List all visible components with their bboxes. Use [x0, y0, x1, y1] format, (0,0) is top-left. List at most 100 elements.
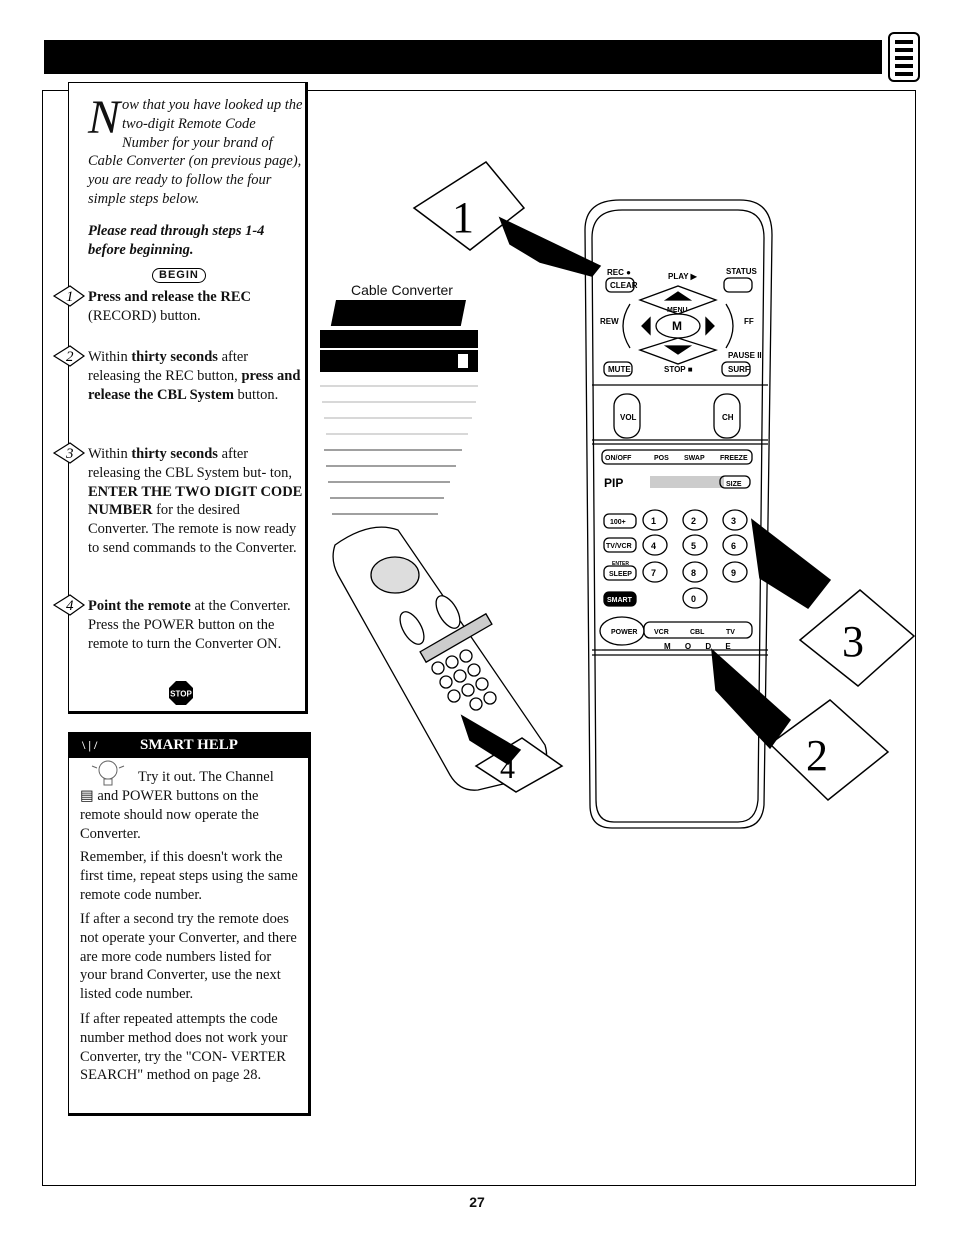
- svg-text:PAUSE II: PAUSE II: [728, 351, 762, 360]
- svg-text:POS: POS: [654, 455, 669, 462]
- step-number-3: 3: [52, 441, 86, 465]
- step-4: 4 Point the remote at the Converter. Pre…: [52, 594, 304, 653]
- callout-3: 3: [751, 518, 916, 687]
- svg-text:7: 7: [651, 568, 656, 578]
- cable-converter-label: Cable Converter: [351, 282, 453, 298]
- svg-text:4: 4: [651, 541, 656, 551]
- stop-sign-icon: STOP: [168, 680, 194, 706]
- step-2-segment: thirty seconds: [131, 349, 218, 365]
- svg-text:POWER: POWER: [611, 629, 637, 636]
- svg-text:2: 2: [806, 731, 828, 780]
- step-3-segment: Within: [88, 446, 132, 462]
- svg-text:6: 6: [731, 541, 736, 551]
- step-number-1: 1: [52, 284, 86, 308]
- svg-text:TV: TV: [726, 629, 735, 636]
- svg-text:3: 3: [731, 516, 736, 526]
- channel-icon: ▤: [80, 788, 98, 804]
- svg-text:SWAP: SWAP: [684, 455, 705, 462]
- callout-4: 4: [460, 714, 564, 793]
- rays-icon: \ | /: [82, 738, 98, 752]
- step-1: 1 Press and release the REC (RECORD) but…: [52, 285, 304, 326]
- svg-text:STATUS: STATUS: [726, 267, 757, 276]
- svg-text:3: 3: [842, 617, 864, 666]
- step-1-text: Press and release the REC (RECORD) butto…: [88, 289, 251, 324]
- page-number: 27: [469, 1194, 485, 1210]
- drop-cap: N: [88, 91, 121, 144]
- step-3: 3 Within thirty seconds after releasing …: [52, 442, 304, 558]
- svg-text:MENU: MENU: [667, 307, 688, 314]
- svg-text:MUTE: MUTE: [608, 365, 631, 374]
- page-frame: [42, 90, 916, 1186]
- svg-text:ENTER: ENTER: [612, 561, 629, 567]
- svg-text:SIZE: SIZE: [726, 481, 742, 488]
- remote-labels: REC ● PLAY ▶ STATUS CLEAR MENU M REW FF …: [600, 267, 762, 651]
- small-remote: [332, 526, 548, 791]
- svg-text:SLEEP: SLEEP: [609, 571, 632, 578]
- begin-badge: BEGIN: [152, 268, 206, 283]
- svg-text:CLEAR: CLEAR: [610, 281, 638, 290]
- svg-text:M O D E: M O D E: [664, 642, 737, 651]
- svg-text:STOP: STOP: [170, 690, 192, 699]
- smart-help-title: SMART HELP: [140, 737, 238, 753]
- help-paragraph-3: If after a second try the remote does no…: [80, 911, 297, 1003]
- cable-converter-box: [320, 300, 478, 515]
- svg-text:FF: FF: [744, 317, 754, 326]
- svg-text:VOL: VOL: [620, 413, 637, 422]
- step-2-segment: after releasing the REC button,: [88, 349, 249, 384]
- callout-1: 1: [412, 161, 602, 277]
- smart-help-header: \ | / SMART HELP: [68, 732, 311, 758]
- step-1-segment: Press and release the REC: [88, 289, 251, 305]
- svg-text:4: 4: [66, 598, 74, 614]
- svg-text:CH: CH: [722, 413, 734, 422]
- svg-text:REW: REW: [600, 317, 619, 326]
- read-first-note: Please read through steps 1-4 before beg…: [88, 223, 265, 258]
- svg-text:5: 5: [691, 541, 696, 551]
- step-3-segment: thirty seconds: [131, 446, 218, 462]
- step-2: 2 Within thirty seconds after releasing …: [52, 345, 304, 404]
- svg-text:1: 1: [66, 289, 74, 305]
- svg-text:SMART: SMART: [607, 597, 633, 604]
- svg-text:PIP: PIP: [604, 476, 623, 490]
- svg-text:STOP ■: STOP ■: [664, 365, 693, 374]
- step-number-4: 4: [52, 593, 86, 617]
- svg-text:REC ●: REC ●: [607, 268, 631, 277]
- step-2-segment: press and release the CBL System: [88, 367, 301, 403]
- svg-text:100+: 100+: [610, 519, 626, 526]
- svg-text:CBL: CBL: [690, 629, 705, 636]
- large-remote: [584, 199, 773, 829]
- step-2-segment: Within: [88, 349, 132, 365]
- step-4-text: Point the remote at the Converter. Press…: [88, 598, 291, 652]
- svg-text:TV/VCR: TV/VCR: [606, 543, 632, 550]
- svg-text:1: 1: [651, 516, 656, 526]
- step-3-segment: ENTER THE TWO DIGIT CODE NUMBER: [88, 483, 303, 519]
- svg-text:M: M: [672, 319, 682, 333]
- lightbulb-icon: [88, 754, 128, 794]
- callout-2: 2: [711, 648, 890, 801]
- svg-text:9: 9: [731, 568, 736, 578]
- step-2-text: Within thirty seconds after releasing th…: [88, 349, 300, 403]
- svg-text:2: 2: [691, 516, 696, 526]
- help-paragraph-1b: ▤ and POWER buttons on the remote should…: [80, 788, 259, 842]
- intro-text: ow that you have looked up the two-digit…: [88, 97, 303, 207]
- svg-text:8: 8: [691, 568, 696, 578]
- svg-text:SURF: SURF: [728, 365, 750, 374]
- svg-text:VCR: VCR: [654, 629, 669, 636]
- step-2-segment: button.: [233, 386, 279, 403]
- help-paragraph-2: Remember, if this doesn't work the first…: [80, 849, 298, 903]
- svg-text:FREEZE: FREEZE: [720, 455, 748, 462]
- svg-text:3: 3: [65, 446, 74, 462]
- svg-text:0: 0: [691, 594, 696, 604]
- step-3-segment: after releasing the CBL System but- ton,: [88, 446, 293, 481]
- step-number-2: 2: [52, 344, 86, 368]
- svg-text:ON/OFF: ON/OFF: [605, 455, 632, 462]
- step-1-segment: (RECORD) button.: [88, 307, 201, 324]
- steps-panel: [68, 82, 308, 714]
- help-paragraph-1a: Try it out. The Channel: [138, 769, 274, 785]
- svg-text:1: 1: [452, 193, 474, 242]
- step-3-segment: for the desired Converter. The remote is…: [88, 502, 297, 556]
- remote-control-icon: [888, 32, 920, 82]
- step-4-segment: Point the remote: [88, 598, 191, 614]
- header-bar: [44, 40, 882, 74]
